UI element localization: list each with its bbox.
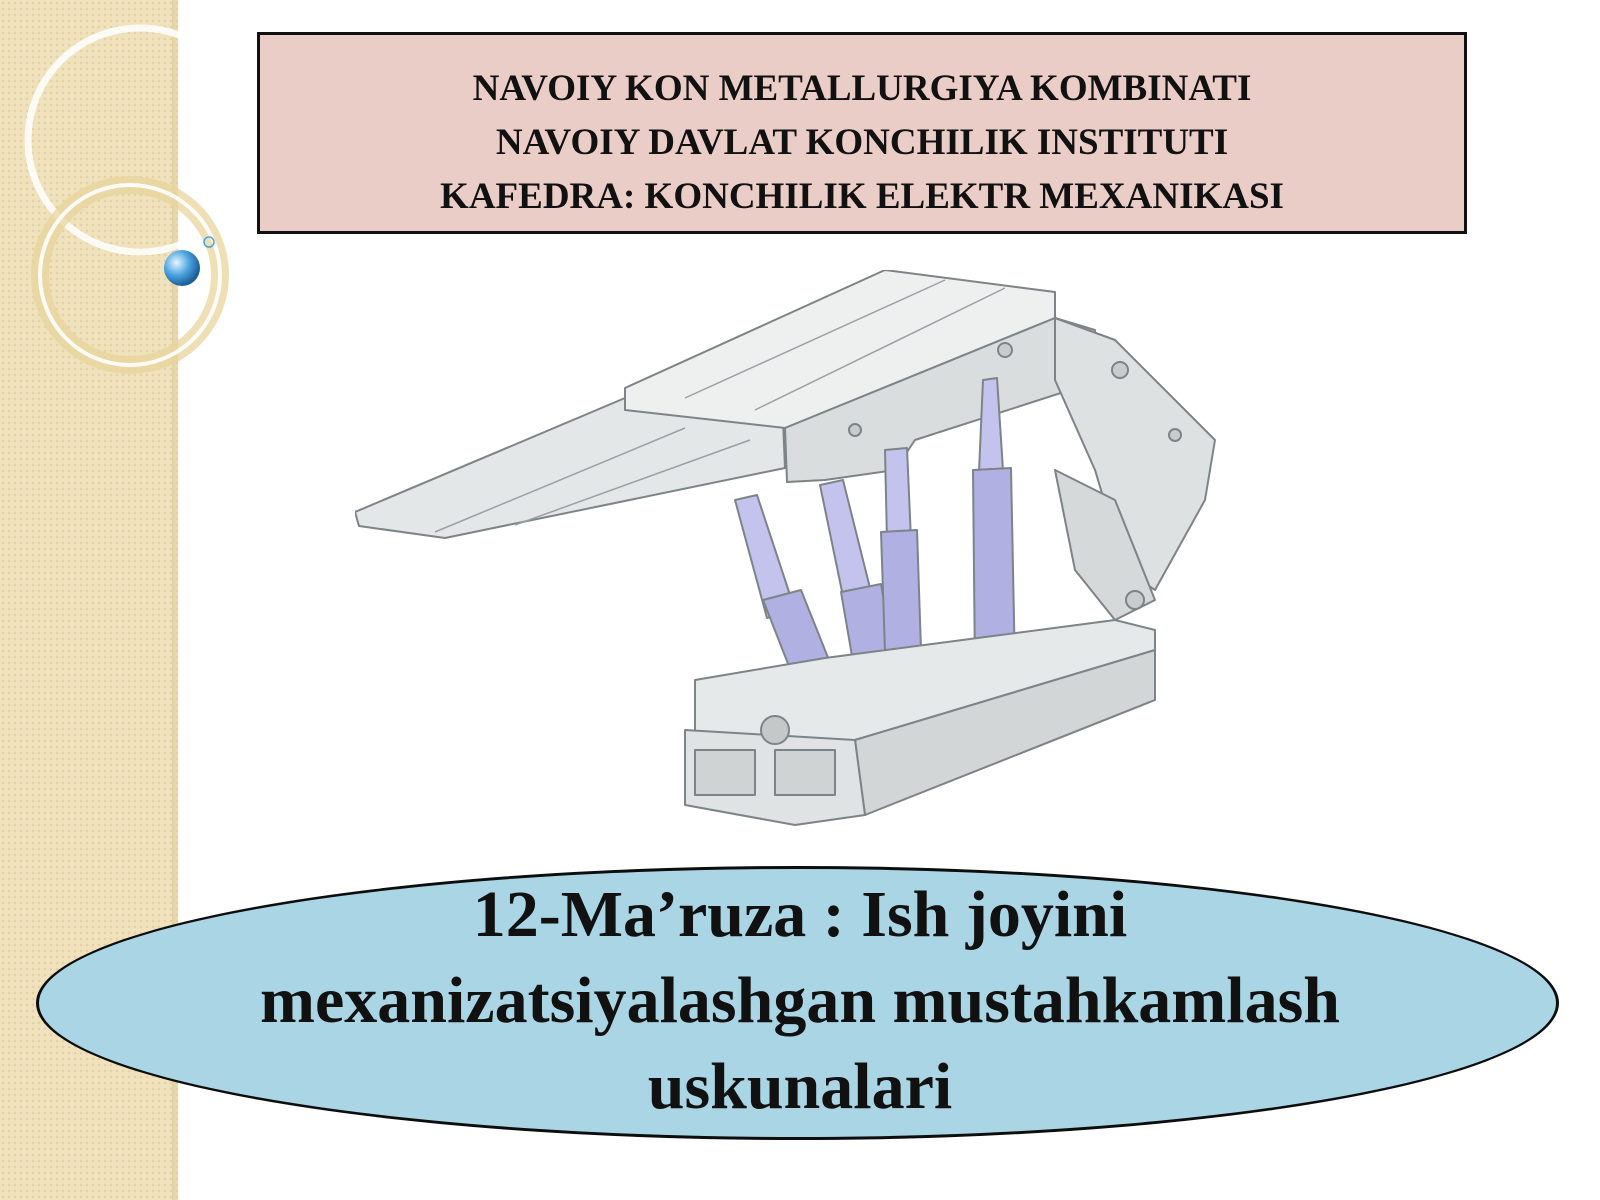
hydraulic-cylinder-3 xyxy=(884,447,912,543)
blue-bubble-decoration xyxy=(164,250,200,286)
small-bubble-decoration xyxy=(203,236,215,248)
title-ellipse xyxy=(36,866,1559,1140)
header-box: NAVOIY KON METALLURGIYA KOMBINATI NAVOIY… xyxy=(257,32,1467,234)
hydraulic-cylinder-3-base xyxy=(880,529,922,653)
lecture-title: 12-Ma’ruza : Ish joyini mexanizatsiyalas… xyxy=(150,872,1450,1130)
decorative-rings xyxy=(24,24,256,374)
lecture-title-line-2: mexanizatsiyalashgan mustahkamlash xyxy=(259,964,1340,1037)
base-skid-left xyxy=(694,749,756,796)
left-band-edge xyxy=(172,0,180,1200)
white-ring-decoration xyxy=(38,183,222,367)
lecture-title-line-3: uskunalari xyxy=(647,1050,953,1123)
header-line-institute: NAVOIY DAVLAT KONCHILIK INSTITUTI xyxy=(495,122,1229,163)
header-line-combine: NAVOIY KON METALLURGIYA KOMBINATI xyxy=(472,68,1252,109)
large-ring-decoration xyxy=(24,24,256,256)
header-line-department: KAFEDRA: KONCHILIK ELEKTR MEXANIKASI xyxy=(440,176,1284,217)
rear-shield xyxy=(1054,317,1216,591)
base-skid-right xyxy=(774,749,836,796)
roof-support-illustration xyxy=(355,270,1216,826)
lecture-title-line-1: 12-Ma’ruza : Ish joyini xyxy=(472,878,1128,951)
